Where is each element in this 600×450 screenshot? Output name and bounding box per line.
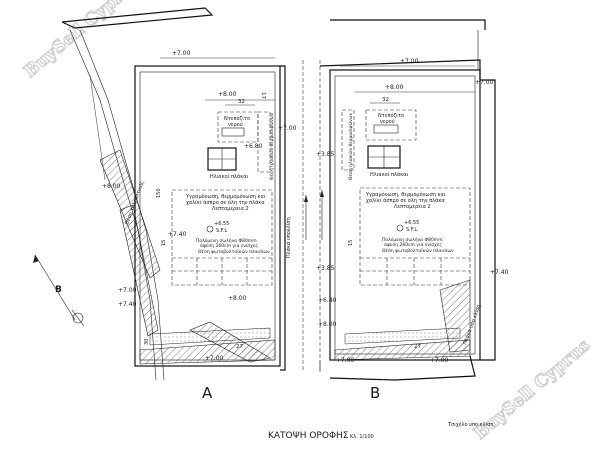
block-a-top-dimensions: +7.00 +8.00 32 17 [160, 50, 275, 106]
svg-text:Ηλιακοί πλάκαι: Ηλιακοί πλάκαι [370, 171, 409, 178]
svg-text:S.F.L: S.F.L [216, 228, 227, 234]
svg-text:Ντεπόζιτο: Ντεπόζιτο [378, 112, 404, 119]
svg-text:17: 17 [260, 92, 266, 99]
svg-text:Πλάκα υποκλίση: Πλάκα υποκλίση [285, 217, 292, 258]
svg-text:Τσιχέλο υπο κλίση: Τσιχέλο υπο κλίση [447, 421, 494, 428]
svg-text:άφεση 260cm για ενίσχες: άφεση 260cm για ενίσχες [200, 242, 258, 249]
svg-text:B: B [55, 285, 62, 295]
svg-text:νερού: νερού [228, 121, 243, 128]
svg-text:+7.00: +7.00 [278, 125, 297, 132]
svg-text:χαλίκι άσπρο σε όλη την πλάκα: χαλίκι άσπρο σε όλη την πλάκα [366, 197, 445, 204]
svg-text:+8.00: +8.00 [318, 321, 337, 328]
svg-text:Θέση φωτοβολταϊκών πλαισίων: Θέση φωτοβολταϊκών πλαισίων [198, 248, 270, 255]
svg-text:15: 15 [161, 240, 167, 246]
svg-text:Κλ. 1/100: Κλ. 1/100 [350, 434, 374, 440]
svg-text:+8.00: +8.00 [102, 183, 121, 190]
svg-text:27: 27 [236, 344, 243, 350]
block-b-outline [319, 19, 496, 381]
svg-text:32: 32 [238, 99, 245, 105]
svg-text:+7.40: +7.40 [490, 269, 509, 276]
svg-text:Θέση φωτοβολταϊκών πλαισίων: Θέση φωτοβολταϊκών πλαισίων [382, 247, 454, 254]
svg-text:32: 32 [382, 97, 389, 103]
watermark-top-left: BuySell Cyprus [20, 0, 145, 82]
svg-text:Υγραμόνωση, θερμομόνωση και: Υγραμόνωση, θερμομόνωση και [365, 191, 446, 198]
block-a-solar-panels: Ηλιακοί πλάκαι Θέση ηλιακών θερμοσιφώνων [207, 111, 275, 180]
svg-text:Θέση ηλιακών θερμοσιφώνων: Θέση ηλιακών θερμοσιφώνων [347, 112, 354, 180]
svg-text:χαλίκι άσπρο σε όλη την πλάκα: χαλίκι άσπρο σε όλη την πλάκα [186, 199, 265, 206]
svg-text:+7.40: +7.40 [168, 231, 187, 238]
svg-text:Πολύμενη σωλήνα Φ80mm: Πολύμενη σωλήνα Φ80mm [382, 236, 443, 243]
svg-text:30: 30 [144, 339, 150, 345]
svg-text:+7.00: +7.00 [430, 357, 449, 364]
block-b-side-dimensions: +3.85 +3.85 +6.40 +8.00 +7.40 27 +7.00 +… [316, 151, 509, 364]
block-b-top-dimensions: +7.00 +8.00 32 +7.00 [340, 58, 494, 104]
block-b-water-tank: Ντεπόζιτο νερού [365, 109, 417, 141]
svg-text:S.F.L: S.F.L [406, 227, 417, 233]
drawing-title: ΚΑΤΟΨΗ ΟΡΟΦΗΣ Κλ. 1/100 Τσιχέλο υπο κλίσ… [268, 421, 494, 441]
svg-text:Θέση ηλιακών θερμοσιφώνων: Θέση ηλιακών θερμοσιφώνων [268, 112, 275, 180]
svg-text:+7.00: +7.00 [118, 287, 137, 294]
svg-text:+7.00: +7.00 [400, 58, 419, 65]
svg-text:+7.00: +7.00 [475, 79, 494, 86]
svg-text:νερού: νερού [380, 118, 395, 125]
block-b-solar-panels: Ηλιακοί πλάκαι Θέση ηλιακών θερμοσιφώνων [341, 109, 409, 180]
block-b-insulation-area: Υγραμόνωση, θερμομόνωση και χαλίκι άσπρο… [359, 187, 471, 286]
central-party-wall [302, 60, 324, 370]
svg-text:+6.55: +6.55 [214, 221, 229, 227]
svg-text:Υγραμόνωση, θερμομόνωση και: Υγραμόνωση, θερμομόνωση και [185, 193, 266, 200]
svg-text:ΚΑΤΟΨΗ ΟΡΟΦΗΣ: ΚΑΤΟΨΗ ΟΡΟΦΗΣ [268, 431, 349, 441]
block-a-letter: A [202, 384, 213, 402]
block-b-letter: B [370, 384, 380, 402]
svg-text:+3.85: +3.85 [316, 265, 335, 272]
svg-text:+7.00: +7.00 [336, 357, 355, 364]
svg-text:+6.40: +6.40 [318, 297, 337, 304]
svg-text:+8.00: +8.00 [218, 91, 237, 98]
svg-text:+7.00: +7.00 [205, 355, 224, 362]
svg-text:Ντεπόζιτο: Ντεπόζιτο [224, 115, 250, 122]
block-a-outline [134, 65, 286, 371]
svg-text:άφεση 260cm για ενίσχες: άφεση 260cm για ενίσχες [384, 241, 442, 248]
svg-text:Ηλιακοί πλάκαι: Ηλιακοί πλάκαι [210, 173, 249, 180]
svg-text:150: 150 [156, 188, 162, 198]
svg-text:+6.80: +6.80 [244, 143, 263, 150]
svg-text:+6.55: +6.55 [404, 220, 419, 226]
svg-text:27: 27 [414, 344, 421, 350]
block-a-outer-stair [61, 7, 214, 381]
block-a-water-tank: Ντεπόζιτο νερού [217, 111, 259, 143]
svg-text:+8.00: +8.00 [228, 295, 247, 302]
svg-text:BuySell Cyprus: BuySell Cyprus [20, 0, 144, 82]
svg-text:+3.85: +3.85 [316, 151, 335, 158]
svg-text:15: 15 [348, 240, 354, 246]
svg-text:+7.00: +7.00 [172, 50, 191, 57]
block-a-side-dimensions: +7.00 +6.80 +8.00 +7.40 +7.00 +7.40 +8.0… [102, 125, 297, 362]
svg-text:+7.40: +7.40 [118, 301, 137, 308]
orientation-marker: B [33, 254, 85, 327]
svg-text:Λεπτομέρεια 2: Λεπτομέρεια 2 [212, 205, 249, 212]
svg-text:Λεπτομέρεια 2: Λεπτομέρεια 2 [394, 203, 431, 210]
svg-text:+8.00: +8.00 [385, 84, 404, 91]
block-a-insulation-area: Υγραμόνωση, θερμομόνωση και χαλίκι άσπρο… [171, 189, 273, 286]
svg-text:Πολύμενη σωλήνα Φ80mm: Πολύμενη σωλήνα Φ80mm [196, 237, 257, 244]
